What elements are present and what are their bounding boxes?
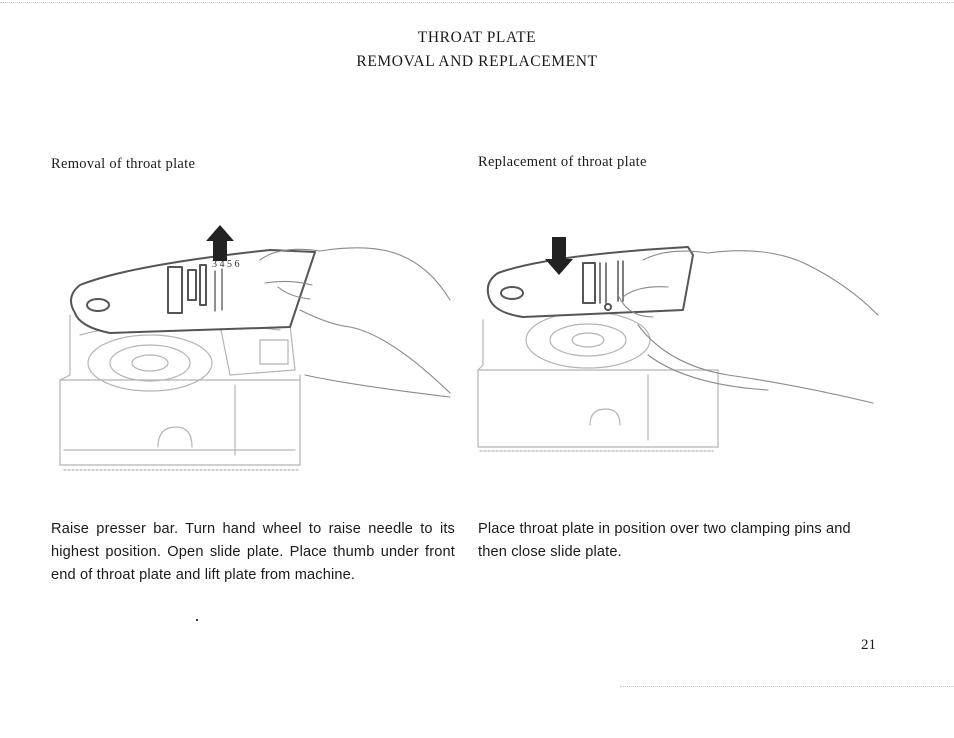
arrow-down-icon [545, 237, 573, 275]
replacement-heading: Replacement of throat plate [478, 154, 647, 170]
throat-plate-drawing [70, 249, 316, 334]
plate-scale-numbers: 3 4 5 6 [212, 259, 240, 270]
machine-base-drawing [59, 314, 301, 471]
arrow-up-icon [206, 225, 234, 261]
page-title-line-2: REMOVAL AND REPLACEMENT [356, 53, 598, 70]
throat-plate-drawing [486, 246, 694, 318]
top-edge-line [0, 2, 954, 3]
removal-illustration: 3 4 5 6 [59, 225, 451, 471]
removal-heading: Removal of throat plate [51, 156, 196, 172]
hand-drawing [259, 247, 451, 398]
print-speck [196, 619, 198, 621]
page-number: 21 [861, 637, 876, 653]
replacement-illustration [477, 237, 879, 452]
replacement-instructions: Place throat plate in position over two … [478, 521, 851, 560]
page-title-line-1: THROAT PLATE [417, 29, 537, 46]
hand-drawing [617, 250, 879, 404]
bottom-edge-line [620, 686, 954, 687]
removal-instructions: Raise presser bar. Turn hand wheel to ra… [51, 521, 455, 583]
machine-base-drawing [477, 311, 719, 452]
